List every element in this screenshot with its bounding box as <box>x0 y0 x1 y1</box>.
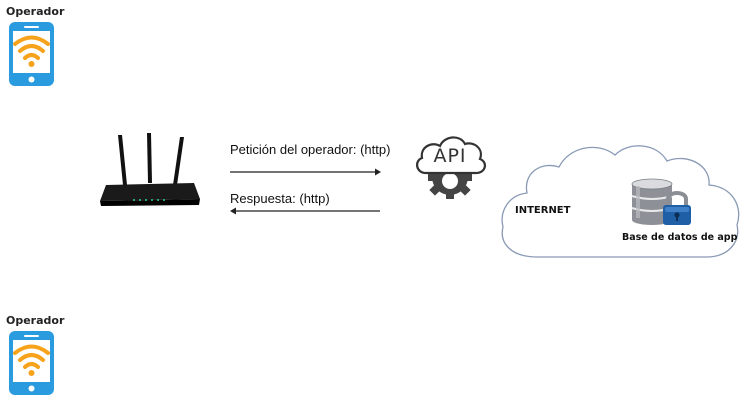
operator-label-bottom: Operador <box>6 314 65 327</box>
response-label: Respuesta: (http) <box>230 191 330 206</box>
router-icon <box>100 133 200 207</box>
database-label: Base de datos de app <box>622 232 738 243</box>
locked-database-icon <box>630 178 696 226</box>
response-arrow <box>229 206 381 216</box>
api-cloud-gear-icon <box>412 131 488 203</box>
request-label: Petición del operador: (http) <box>230 142 391 157</box>
api-label: API <box>433 145 467 167</box>
phone-wifi-icon <box>9 331 54 395</box>
internet-label: INTERNET <box>515 205 571 216</box>
phone-wifi-icon <box>9 22 54 86</box>
request-arrow <box>230 167 382 177</box>
internet-cloud-shape <box>497 139 745 263</box>
operator-label-top: Operador <box>6 5 65 18</box>
